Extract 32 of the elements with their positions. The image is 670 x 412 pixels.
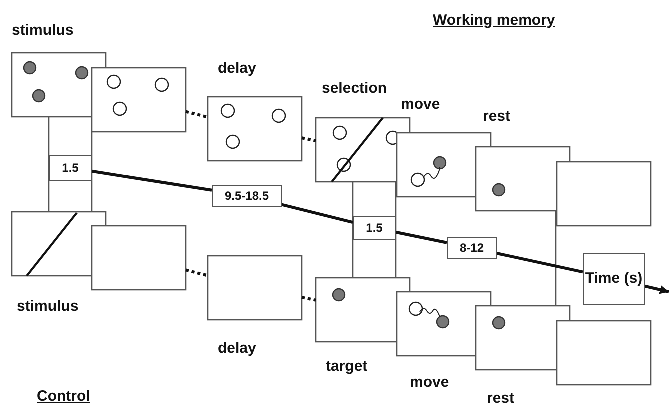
panel-label: move xyxy=(401,96,440,114)
section-heading: Control xyxy=(37,388,90,406)
screen-drawing xyxy=(91,67,187,133)
duration-box: Time (s) xyxy=(583,253,645,305)
dotted-line xyxy=(186,268,208,278)
blank-screen xyxy=(556,320,652,386)
section-heading: Working memory xyxy=(433,12,556,30)
blank-screen xyxy=(207,255,303,321)
screen-drawing xyxy=(475,305,571,371)
dotted-line xyxy=(302,136,316,142)
panel-label: delay xyxy=(218,60,256,78)
screen-drawing xyxy=(475,146,571,212)
screen-drawing xyxy=(315,117,411,183)
dotted-line xyxy=(186,110,208,119)
panel-label: move xyxy=(410,374,450,392)
duration-box: 1.5 xyxy=(353,216,396,240)
duration-box: 1.5 xyxy=(49,155,92,181)
screen-drawing xyxy=(315,277,411,343)
panel-label: stimulus xyxy=(17,298,79,316)
panel-label: rest xyxy=(487,390,515,408)
panel-label: delay xyxy=(218,340,256,358)
blank-screen xyxy=(556,161,652,227)
panel-label: rest xyxy=(483,108,511,126)
duration-box: 9.5-18.5 xyxy=(212,185,282,207)
panel-label: stimulus xyxy=(12,22,74,40)
timeline-arrow xyxy=(644,284,670,294)
panel-label: selection xyxy=(322,80,388,98)
dotted-line xyxy=(302,296,316,302)
duration-box: 8-12 xyxy=(447,237,497,259)
blank-screen xyxy=(91,225,187,291)
panel-label: target xyxy=(326,358,368,376)
screen-drawing xyxy=(207,96,303,162)
